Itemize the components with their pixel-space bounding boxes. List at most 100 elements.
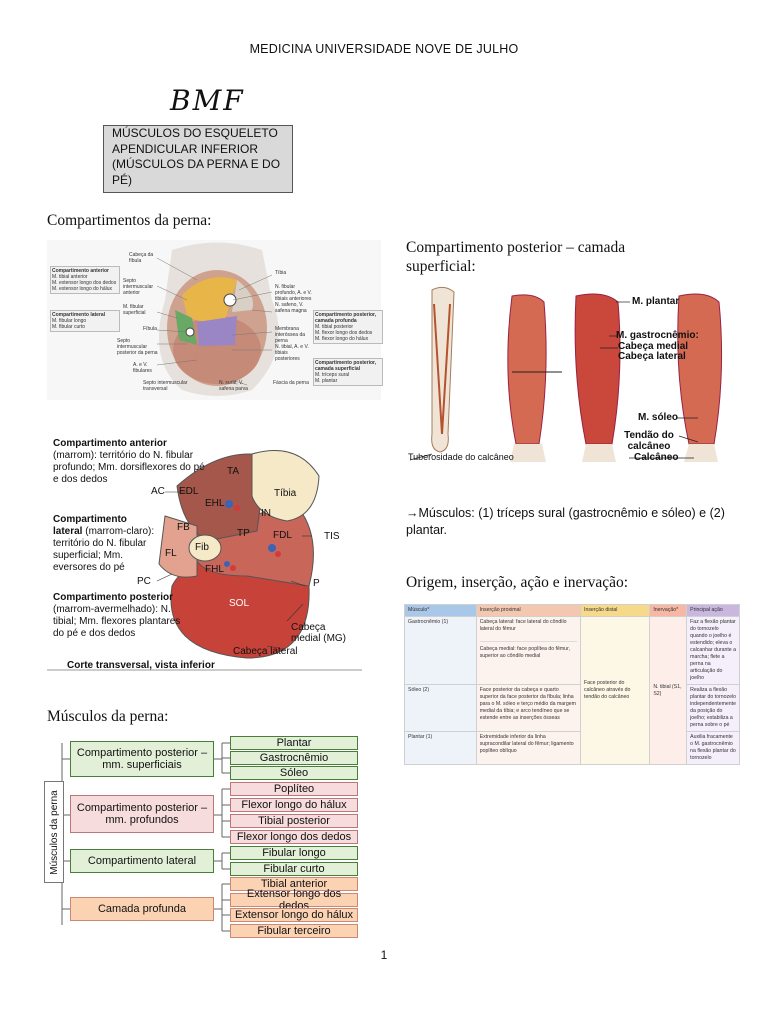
fig2-label: Tíbia (274, 488, 297, 499)
fig2-text-bold: Compartimento posterior (53, 592, 174, 603)
fig2-label: IN (261, 508, 271, 519)
section-title-origem: Origem, inserção, ação e inervação: (406, 574, 629, 591)
fig1-label: Membrana interóssea da perna (275, 326, 306, 344)
fig2-label: FL (165, 548, 177, 559)
fig3-label: Tuberosidade do calcâneo (408, 452, 514, 462)
tree-item: Sóleo (230, 766, 358, 780)
tree-connectors (61, 742, 230, 932)
fig1-label: Fíbula (143, 326, 157, 332)
section-title-musculos: Músculos da perna: (47, 708, 169, 725)
figure-posterior-leg: M. plantar M. gastrocnêmio: Cabeça media… (404, 284, 740, 470)
table-cell: Extremidade inferior da linha supracondi… (475, 731, 582, 765)
figure-cross-section: Compartimento anterior M. tibial anterio… (47, 240, 383, 400)
table-header-cell: Músculo* (404, 604, 477, 617)
fig1-label: Cabeça da fíbula (129, 252, 154, 264)
fig2-label: FHL (205, 564, 224, 575)
section-title-posterior: Compartimento posterior – camada superfi… (406, 239, 626, 275)
fig1-box-item: M. fibular curto (52, 324, 86, 330)
fig1-label: Fáscia da perna (273, 380, 309, 386)
fig1-label: Septo intermuscular posterior da perna (117, 338, 158, 356)
table-cell-line: Cabeça medial: face poplítea do fêmur, s… (479, 641, 577, 660)
table-cell: Faz a flexão plantar do tornozelo quando… (686, 616, 740, 685)
fig1-label: N. fibular profundo, A. e V. tibiais ant… (275, 284, 312, 302)
table-cell: Auxilia fracamente o M. gastrocnêmio na … (686, 731, 740, 765)
fig3-label: M. sóleo (638, 412, 679, 423)
fig3-label: M. gastrocnêmio: (616, 330, 699, 341)
fig1-box-item: M. extensor longo do hálux (52, 286, 113, 292)
tree-item: Tibial anterior (230, 877, 358, 891)
logo-bmf: BMF (170, 84, 245, 117)
compartments-illustration (47, 450, 362, 671)
fig1-box-anterior: Compartimento anterior M. tibial anterio… (50, 266, 120, 294)
fig2-text-posterior: Compartimento posterior (marrom-avermelh… (53, 592, 193, 640)
fig2-label: EHL (205, 498, 225, 509)
fig2-label: P (313, 578, 320, 589)
fig1-label: Tíbia (275, 270, 287, 276)
fig2-label: PC (137, 576, 151, 587)
fig2-label: FDL (273, 530, 292, 541)
tree-group-deep-layer: Camada profunda (70, 897, 214, 921)
fig2-label: Fib (195, 542, 209, 553)
paragraph-musculos: →Músculos: (1) tríceps sural (gastrocnêm… (406, 506, 725, 537)
fig1-label: N. sural, V. safena parva (219, 380, 248, 392)
fig2-label: Cabeça lateral (233, 646, 298, 657)
fig2-label: FB (177, 522, 190, 533)
tree-root-label: Músculos da perna (48, 789, 60, 875)
fig3-label: Tendão do calcâneo (624, 430, 674, 452)
fig2-label: TIS (324, 531, 340, 542)
tree-group-posterior-deep: Compartimento posterior – mm. profundos (70, 795, 214, 833)
fig2-text-rest: (marrom-avermelhado): N. tibial; Mm. fle… (53, 604, 181, 639)
tree-item: Extensor longo dos dedos (230, 888, 358, 912)
fig2-text-bold: Compartimento anterior (53, 438, 167, 449)
fig1-label: N. safeno, V. safena magna (275, 302, 307, 314)
tree-root: Músculos da perna (44, 781, 64, 883)
muscle-table-grid: Músculo* Inserção proximal Inserção dist… (404, 604, 740, 765)
tree-item: Extensor longo do hálux (230, 908, 358, 922)
fig1-box-item: M. tibial posterior (315, 324, 354, 330)
tree-item: Gastrocnêmio (230, 751, 358, 765)
fig2-label: EDL (179, 486, 199, 497)
posterior-leg-illustration (409, 286, 723, 462)
fig1-label: A. e V. fibulares (133, 362, 152, 374)
table-cell-merged-distal: Face posterior do calcâneo através do te… (579, 616, 651, 765)
fig2-label: TP (237, 528, 250, 539)
fig1-box-title: Compartimento anterior (52, 268, 109, 274)
fig1-label: N. tibial, A. e V. tibiais posteriores (275, 344, 309, 362)
fig3-label: Cabeça lateral (618, 351, 686, 362)
fig1-box-posterior-deep: Compartimento posterior, camada profunda… (313, 310, 383, 344)
table-cell-line: Cabeça lateral: face lateral do côndilo … (479, 619, 567, 632)
page-number: 1 (380, 948, 388, 962)
table-cell: Gastrocnêmio (1) (404, 616, 477, 685)
fig1-label: Septo intermuscular transversal (143, 380, 188, 392)
table-cell: Cabeça lateral: face lateral do côndilo … (475, 616, 582, 685)
fig2-label: AC (151, 486, 165, 497)
page-header: MEDICINA UNIVERSIDADE NOVE DE JULHO (249, 42, 519, 56)
fig1-label: Septo intermuscular anterior (123, 278, 154, 296)
fig2-label: SOL (229, 598, 250, 609)
fig3-label: M. plantar (632, 296, 680, 307)
table-row: Plantar (1) Extremidade inferior da linh… (404, 731, 740, 765)
section-title-compartimentos: Compartimentos da perna: (47, 212, 212, 229)
tree-item: Poplíteo (230, 782, 358, 796)
table-header-cell: Inserção proximal (475, 604, 582, 617)
fig1-box-title: Compartimento posterior, camada superfic… (315, 360, 377, 372)
table-cell-merged-innervation: N. tibial (S1, S2) (649, 616, 688, 765)
muscle-tree: Músculos da perna Compartimento posterio… (44, 735, 364, 941)
tree-item: Fibular curto (230, 862, 358, 876)
tree-item: Tibial posterior (230, 814, 358, 828)
tree-item: Fibular terceiro (230, 924, 358, 938)
fig2-text-lateral: Compartimento lateral (marrom-claro): te… (53, 514, 158, 574)
table-header-cell: Inserção distal (579, 604, 651, 617)
tree-item: Plantar (230, 736, 358, 750)
title-box: MÚSCULOS DO ESQUELETO APENDICULAR INFERI… (103, 125, 293, 193)
figure-compartments: Compartimento anterior (marrom): territó… (47, 436, 362, 672)
table-cell: Face posterior da cabeça e quarto superi… (475, 684, 582, 732)
table-cell: Plantar (1) (404, 731, 477, 765)
fig2-caption: Corte transversal, vista inferior (67, 660, 215, 671)
fig2-text-rest: (marrom-claro): território do N. fibular… (53, 526, 155, 573)
fig1-box-title: Compartimento posterior, camada profunda (315, 312, 377, 324)
fig2-text-bold: Compartimento lateral (53, 514, 127, 537)
table-row: Gastrocnêmio (1) Cabeça lateral: face la… (404, 616, 740, 765)
fig1-box-item: M. flexor longo dos dedos (315, 330, 373, 336)
table-cell: Realiza a flexão plantar do tornozelo in… (686, 684, 740, 732)
